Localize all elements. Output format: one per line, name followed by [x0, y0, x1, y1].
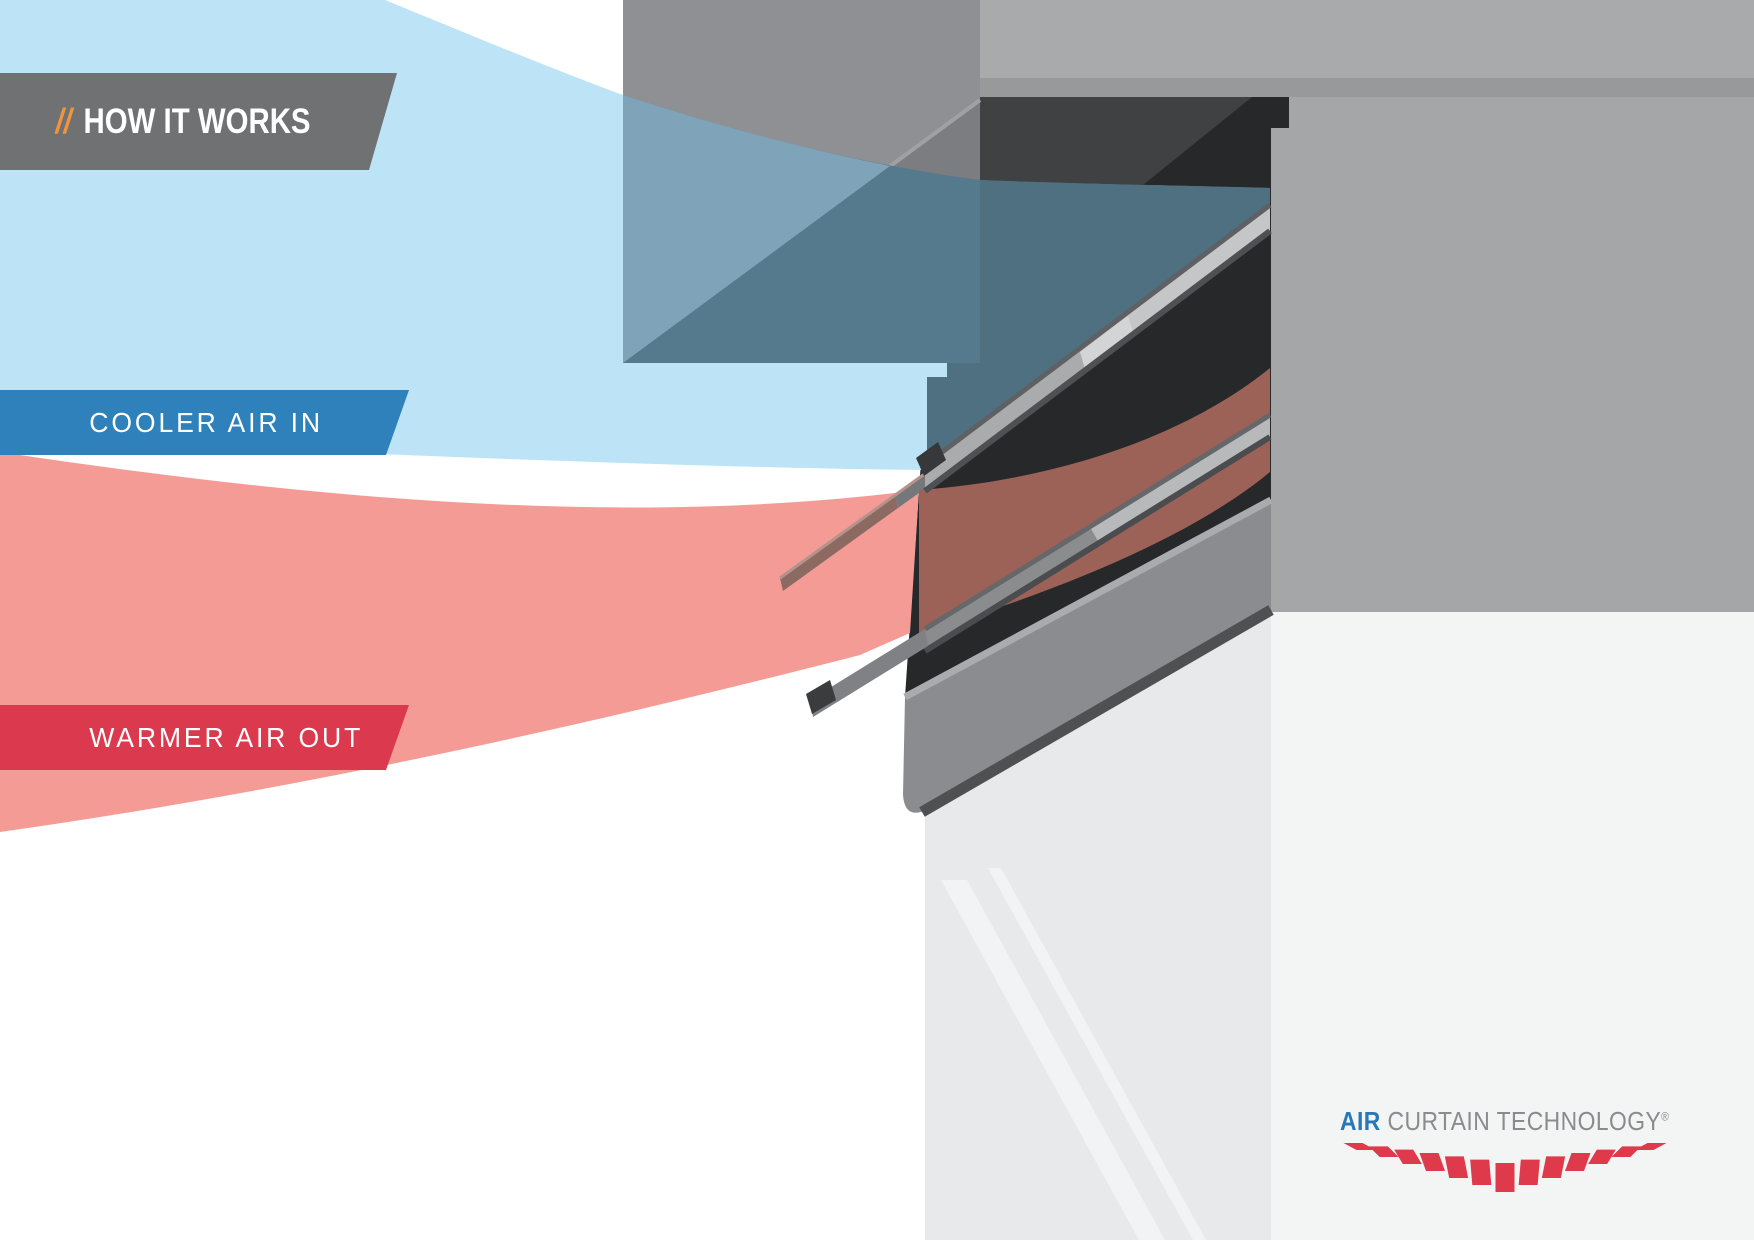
- cool-air-label: COOLER AIR IN: [89, 406, 323, 438]
- warm-air-label: WARMER AIR OUT: [89, 721, 364, 753]
- right-wall: [1271, 97, 1754, 612]
- warm-air-banner: WARMER AIR OUT: [0, 705, 409, 770]
- lower-right-wall: [1271, 612, 1754, 1240]
- door-glass: [925, 612, 1271, 1240]
- slat-upper: [916, 203, 1272, 494]
- double-slash-icon: //: [55, 101, 72, 141]
- page-title: HOW IT WORKS: [83, 101, 311, 141]
- unit-housing: [903, 496, 1274, 817]
- cool-air-banner: COOLER AIR IN: [0, 390, 409, 455]
- middle-vane: [779, 468, 933, 591]
- logo-word-air: AIR: [1340, 1106, 1381, 1136]
- title-text: // HOW IT WORKS: [0, 102, 311, 142]
- title-banner: // HOW IT WORKS: [0, 73, 397, 170]
- brand-logo: AIR CURTAIN TECHNOLOGY®: [1340, 1106, 1680, 1201]
- registered-mark: ®: [1661, 1109, 1670, 1124]
- logo-fan-icon: [1343, 1143, 1667, 1192]
- logo-word-rest: CURTAIN TECHNOLOGY: [1387, 1106, 1662, 1136]
- slat-lower: [806, 412, 1272, 717]
- warm-air-stream-inside: [919, 368, 1270, 633]
- warm-air-stream: [0, 452, 919, 832]
- brand-logo-text: AIR CURTAIN TECHNOLOGY®: [1340, 1106, 1669, 1137]
